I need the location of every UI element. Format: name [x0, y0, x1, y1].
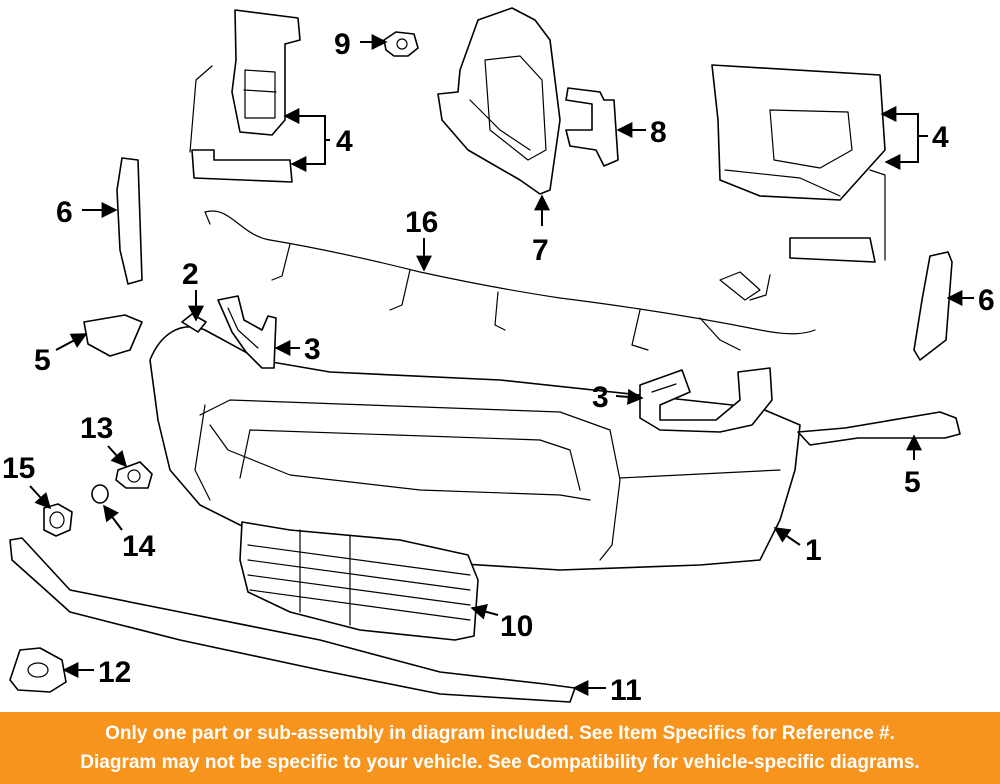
svg-text:15: 15	[2, 452, 35, 485]
callout-5-right: 5	[904, 434, 922, 499]
side-bracket-left	[116, 157, 143, 285]
callout-11: 11	[572, 674, 642, 707]
grille-insert	[239, 521, 479, 641]
side-bracket-right	[913, 251, 953, 361]
callout-13: 13	[80, 412, 128, 468]
bracket-left	[217, 295, 277, 369]
callout-1: 1	[773, 527, 822, 567]
callout-6-right: 6	[946, 284, 995, 317]
sensor-retainer	[91, 484, 109, 504]
tow-hook-bracket	[9, 647, 67, 693]
svg-text:11: 11	[610, 674, 642, 707]
svg-text:4: 4	[932, 121, 949, 154]
callout-3-right: 3	[592, 381, 644, 414]
callout-14: 14	[103, 504, 156, 563]
svg-text:14: 14	[122, 530, 156, 563]
filler-panel-left	[83, 314, 143, 357]
callout-4-left: 4	[283, 108, 353, 172]
callout-2: 2	[182, 258, 204, 322]
svg-text:4: 4	[336, 125, 353, 158]
svg-text:7: 7	[532, 234, 549, 267]
svg-text:5: 5	[904, 466, 921, 499]
svg-text:16: 16	[405, 206, 438, 239]
callout-9: 9	[334, 28, 388, 61]
support-bracket	[437, 7, 561, 195]
callout-4-right: 4	[880, 106, 949, 170]
callout-8: 8	[616, 116, 667, 149]
svg-text:6: 6	[978, 284, 995, 317]
disclaimer-line-1: Only one part or sub-assembly in diagram…	[105, 723, 895, 744]
svg-text:12: 12	[98, 656, 131, 689]
filler-panel-right	[797, 411, 961, 446]
callout-15: 15	[2, 452, 52, 510]
callout-5-left: 5	[34, 333, 88, 377]
disclaimer-banner: Only one part or sub-assembly in diagram…	[0, 712, 1000, 784]
bracket-clip	[565, 87, 619, 167]
sensor-bracket	[43, 503, 73, 537]
svg-text:8: 8	[650, 116, 667, 149]
svg-text:5: 5	[34, 344, 51, 377]
callout-7: 7	[532, 194, 550, 267]
bracket-right	[639, 367, 773, 433]
mounting-bracket-right	[711, 64, 886, 263]
svg-text:2: 2	[182, 258, 199, 291]
callout-3-left: 3	[274, 333, 321, 366]
park-sensor	[115, 461, 153, 489]
svg-text:1: 1	[805, 534, 822, 567]
svg-text:13: 13	[80, 412, 113, 445]
svg-text:10: 10	[500, 610, 533, 643]
callout-12: 12	[62, 656, 131, 689]
wiring-harness	[204, 210, 816, 351]
disclaimer-line-2: Diagram may not be specific to your vehi…	[80, 752, 920, 773]
nut	[383, 31, 419, 57]
bumper-parts-diagram: 1 2 3 3 4 4 5 5 6 6 7 8	[2, 7, 995, 707]
svg-text:3: 3	[592, 381, 609, 414]
svg-text:3: 3	[304, 333, 321, 366]
callout-6-left: 6	[56, 196, 118, 229]
svg-text:9: 9	[334, 28, 351, 61]
callout-10: 10	[470, 604, 533, 643]
svg-text:6: 6	[56, 196, 73, 229]
mounting-bracket-left	[189, 9, 301, 183]
callout-16: 16	[405, 206, 438, 272]
